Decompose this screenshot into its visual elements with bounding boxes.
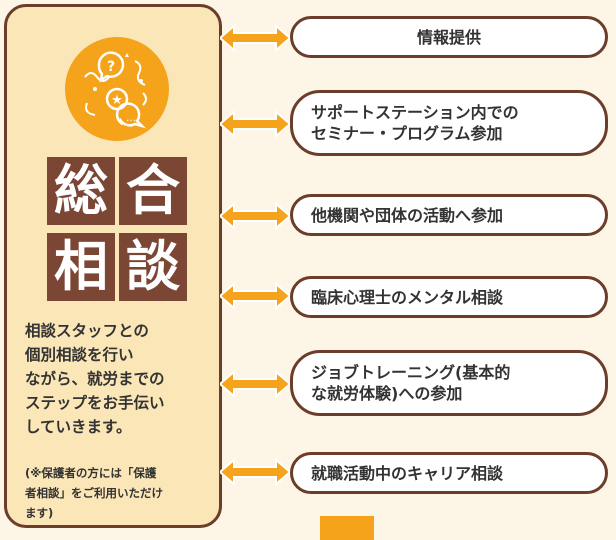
double-arrow-icon [220, 458, 290, 486]
service-career-counseling: 就職活動中のキャリア相談 [290, 452, 608, 494]
svg-text:★: ★ [111, 93, 123, 108]
double-arrow-icon [220, 282, 290, 310]
kanji-gou: 合 [119, 157, 187, 225]
svg-text:?: ? [107, 59, 115, 75]
kanji-dan: 談 [119, 233, 187, 301]
double-arrow-icon [220, 202, 290, 230]
service-job-training: ジョブトレーニング(基本的 な就労体験)への参加 [290, 350, 608, 416]
decorative-bar [320, 516, 374, 540]
kanji-sou2: 相 [47, 233, 115, 301]
double-arrow-icon [220, 24, 290, 52]
service-seminar-program: サポートステーション内での セミナー・プログラム参加 [290, 90, 608, 156]
kanji-sou: 総 [47, 157, 115, 225]
service-mental-counseling: 臨床心理士のメンタル相談 [290, 276, 608, 318]
description-text: 相談スタッフとの 個別相談を行い ながら、就労までの ステップをお手伝い してい… [25, 322, 165, 436]
service-info-provision: 情報提供 [290, 16, 608, 58]
overview-panel: ? ★ … 総 合 相 談 相談スタッフとの 個別相談を行い ながら、就労までの… [4, 4, 222, 528]
consultation-logo-icon: ? ★ … [65, 37, 169, 141]
double-arrow-icon [220, 370, 290, 398]
double-arrow-icon [220, 110, 290, 138]
guardian-note: (※保護者の方には「保護 者相談」をご利用いただけ ます) [25, 466, 163, 520]
svg-text:…: … [126, 113, 136, 124]
service-external-activities: 他機関や団体の活動へ参加 [290, 194, 608, 236]
